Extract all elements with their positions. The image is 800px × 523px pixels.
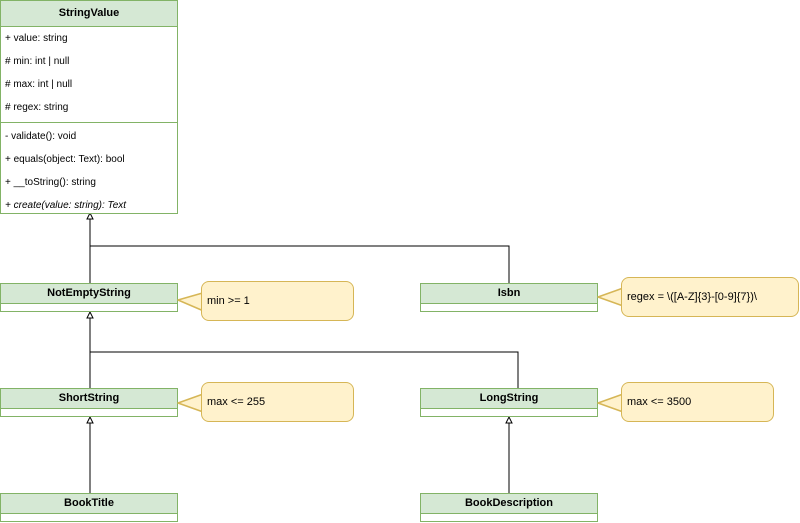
- class-isbn-title: Isbn: [421, 284, 597, 304]
- method-equals: + equals(object: Text): bool: [5, 154, 125, 165]
- class-longstring-title: LongString: [421, 389, 597, 409]
- note-text: min >= 1: [207, 295, 250, 307]
- class-notemptystring-title: NotEmptyString: [1, 284, 177, 304]
- note-isbn[interactable]: regex = \([A-Z]{3}-[0-9]{7})\: [621, 277, 799, 317]
- class-shortstring[interactable]: ShortString: [0, 388, 178, 417]
- attribute-min: # min: int | null: [5, 56, 70, 67]
- method-create: + create(value: string): Text: [5, 200, 127, 211]
- note-longstring[interactable]: max <= 3500: [621, 382, 774, 422]
- note-text: max <= 255: [207, 396, 266, 408]
- inheritance-arrowhead: [505, 415, 513, 424]
- class-bookdescription-title: BookDescription: [421, 494, 597, 514]
- note-text: regex = \([A-Z]{3}-[0-9]{7})\: [627, 291, 757, 303]
- method-list: - validate(): void + equals(object: Text…: [1, 123, 177, 217]
- attribute-value: + value: string: [5, 33, 68, 44]
- attribute-max: # max: int | null: [5, 79, 73, 90]
- inheritance-arrowhead: [86, 415, 94, 424]
- member-divider: [1, 122, 177, 123]
- method-tostring: + __toString(): string: [5, 177, 96, 188]
- empty-compartment: [1, 304, 177, 308]
- attribute-list: + value: string # min: int | null # max:…: [1, 27, 177, 119]
- empty-compartment: [421, 514, 597, 518]
- empty-compartment: [421, 304, 597, 308]
- class-booktitle[interactable]: BookTitle: [0, 493, 178, 522]
- class-bookdescription[interactable]: BookDescription: [420, 493, 598, 522]
- class-notemptystring[interactable]: NotEmptyString: [0, 283, 178, 312]
- note-shortstring[interactable]: max <= 255: [201, 382, 354, 422]
- note-text: max <= 3500: [627, 396, 692, 408]
- empty-compartment: [1, 409, 177, 413]
- class-stringvalue-title: StringValue: [1, 1, 177, 27]
- class-longstring[interactable]: LongString: [420, 388, 598, 417]
- note-notemptystring[interactable]: min >= 1: [201, 281, 354, 321]
- inheritance-arrowhead: [86, 310, 94, 319]
- class-stringvalue[interactable]: StringValue + value: string # min: int |…: [0, 0, 178, 214]
- empty-compartment: [1, 514, 177, 518]
- class-isbn[interactable]: Isbn: [420, 283, 598, 312]
- empty-compartment: [421, 409, 597, 413]
- generalization-isbn-to-stringvalue: [90, 245, 510, 283]
- attribute-regex: # regex: string: [5, 102, 69, 113]
- method-validate: - validate(): void: [5, 131, 77, 142]
- class-shortstring-title: ShortString: [1, 389, 177, 409]
- class-booktitle-title: BookTitle: [1, 494, 177, 514]
